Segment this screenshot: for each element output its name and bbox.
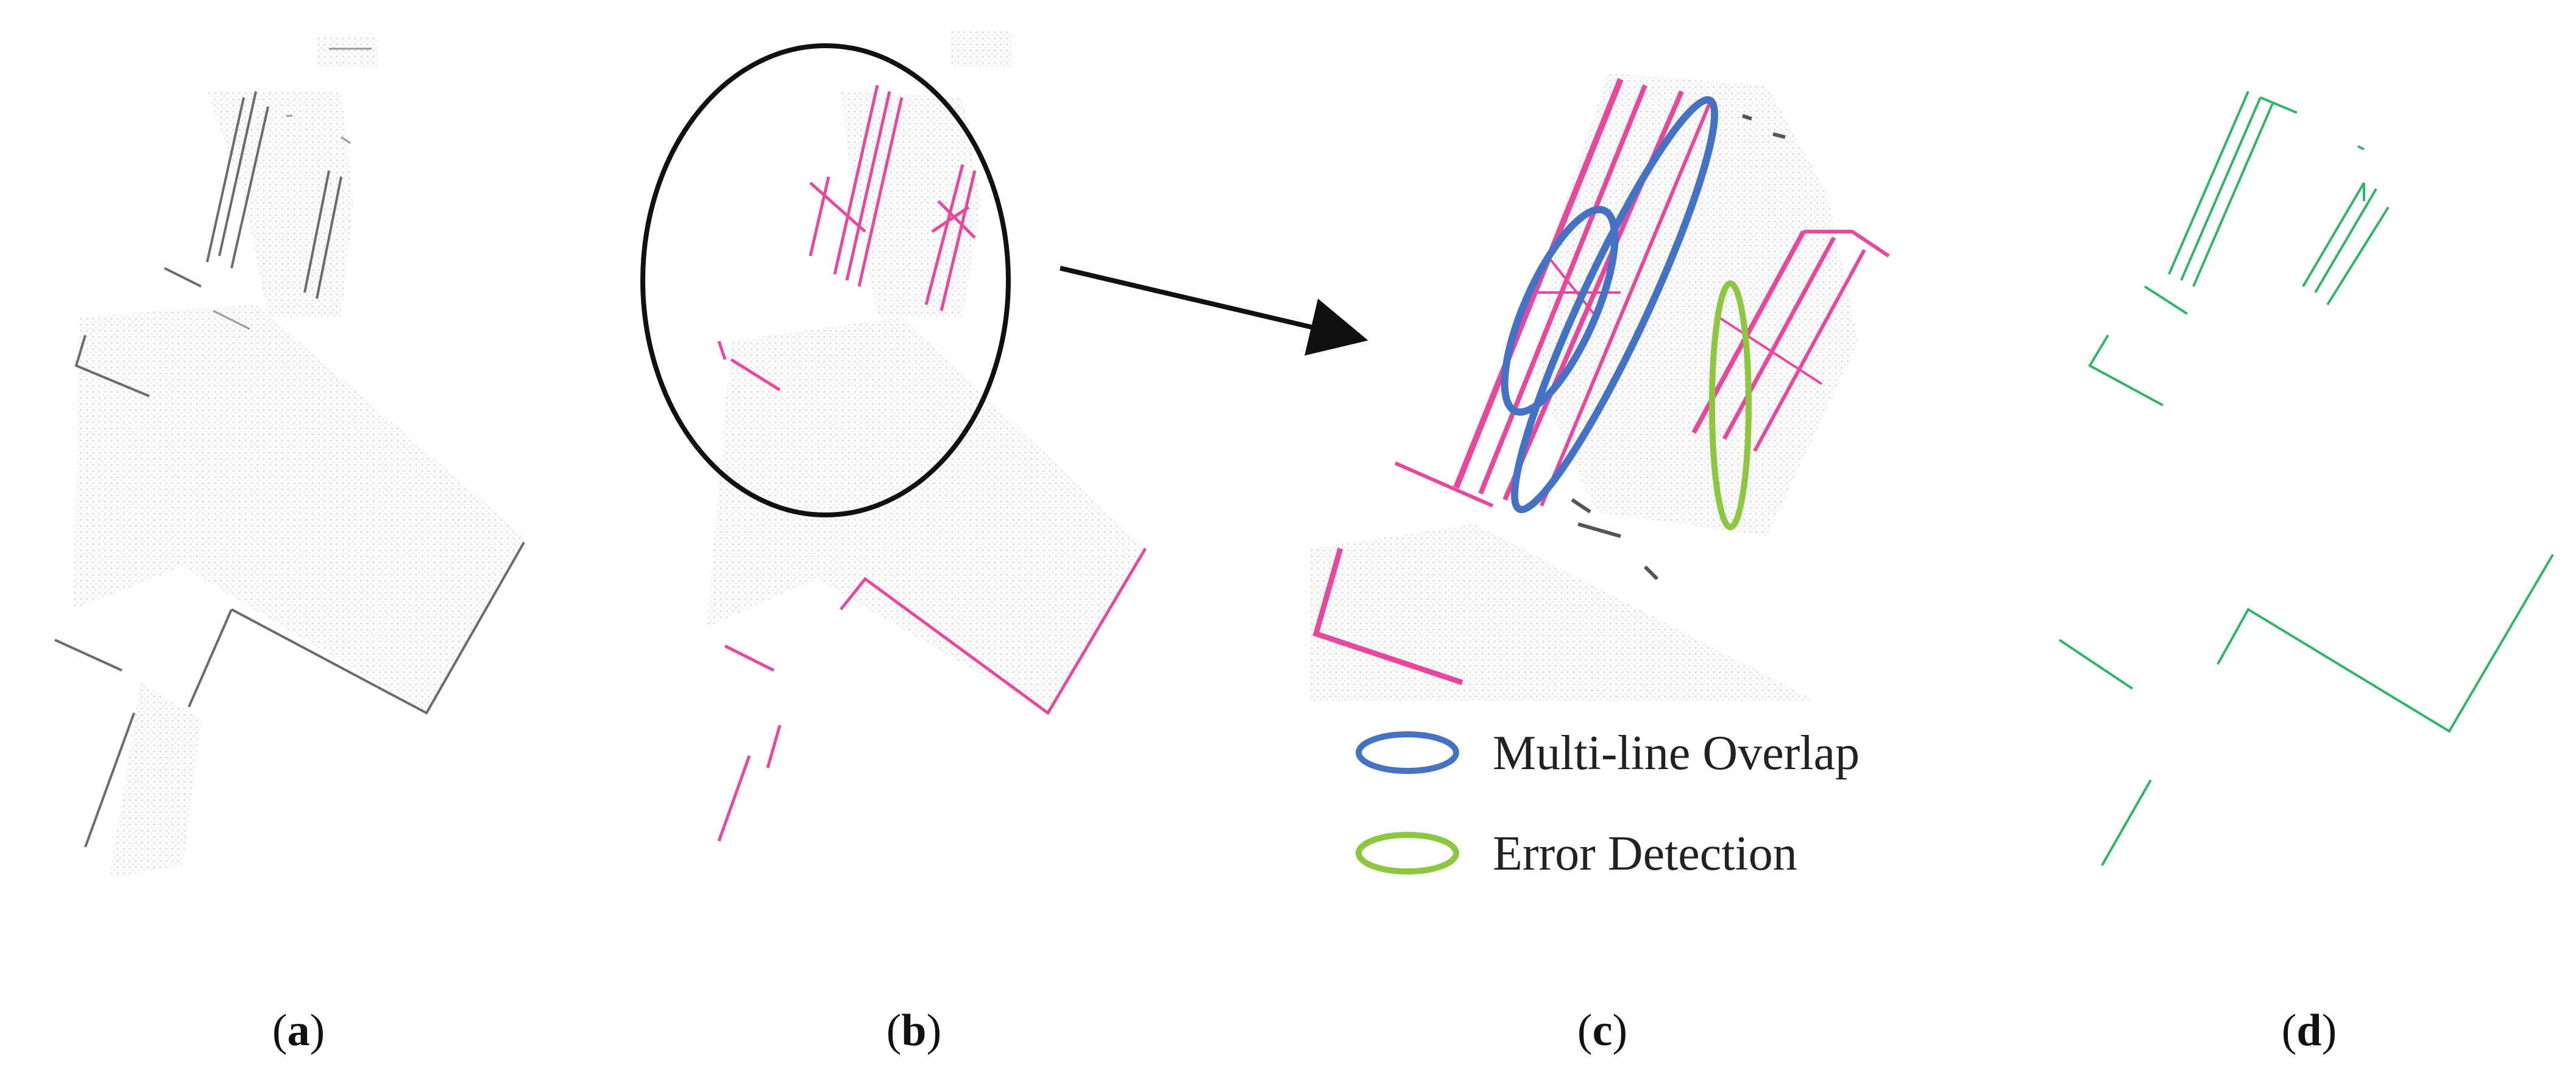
zoom-arrow xyxy=(1060,266,1368,356)
legend-overlap-label: Multi-line Overlap xyxy=(1493,726,1859,780)
panel-labels: (a) (b) (c) (d) xyxy=(272,1006,2337,1055)
panel-a-wall-lines xyxy=(54,91,525,848)
legend: Multi-line Overlap Error Detection xyxy=(1356,726,1859,881)
panel-c-footprint xyxy=(1310,73,1858,701)
overlap-swatch xyxy=(1356,731,1459,774)
legend-item-error: Error Detection xyxy=(1356,827,1797,881)
error-detection-markers xyxy=(1709,280,1752,530)
panel-b xyxy=(640,30,1368,842)
panel-c-detected-lines xyxy=(1312,78,1890,686)
panel-d xyxy=(2058,91,2554,866)
zoom-circle xyxy=(640,43,1011,517)
label-a: (a) xyxy=(272,1006,325,1055)
panel-b-detected-lines xyxy=(717,85,1147,842)
multi-line-overlap-markers xyxy=(1501,96,1719,514)
panel-d-vector-lines xyxy=(2058,91,2554,866)
panel-c xyxy=(1310,73,1890,701)
panel-a xyxy=(54,37,525,878)
label-b: (b) xyxy=(886,1006,941,1055)
label-c: (c) xyxy=(1577,1006,1627,1055)
legend-error-label: Error Detection xyxy=(1493,827,1797,881)
panel-b-footprint xyxy=(707,30,1145,713)
legend-item-overlap: Multi-line Overlap xyxy=(1356,726,1859,780)
panel-a-minor-marks xyxy=(213,48,372,330)
error-swatch xyxy=(1356,832,1459,875)
label-d: (d) xyxy=(2282,1006,2337,1055)
panel-a-footprint xyxy=(73,37,524,878)
panel-c-minor-marks xyxy=(1571,114,1786,581)
